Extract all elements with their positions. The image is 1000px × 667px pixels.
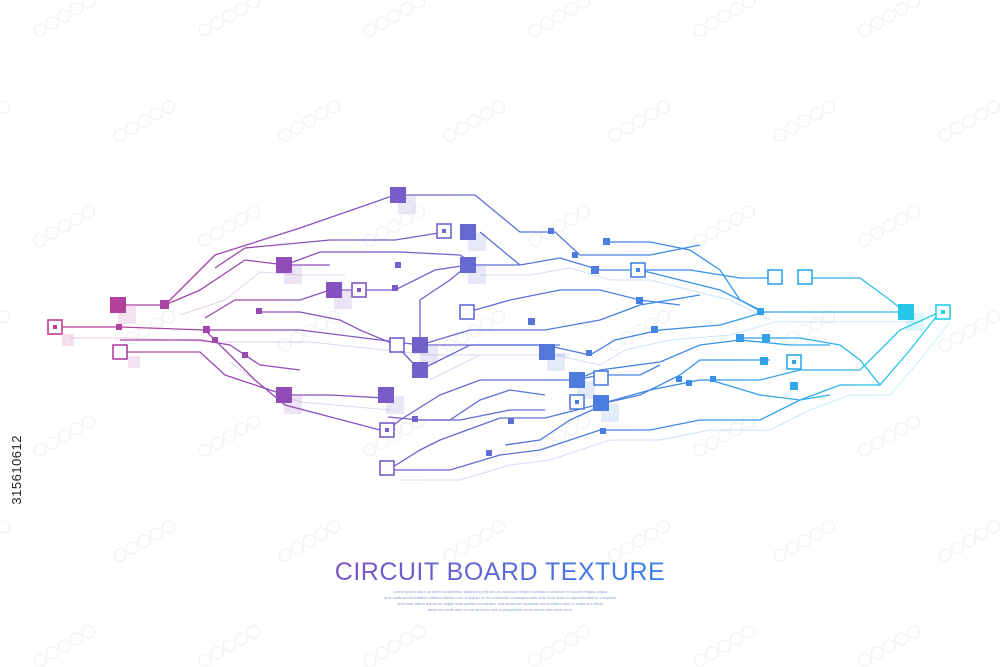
body-text-line-4: deserunt mollit anim id est laborum sed … (427, 607, 573, 612)
circuit-traces (55, 194, 941, 471)
body-text-line-1: Lorem ipsum dolor sit amet consectetur a… (392, 589, 608, 594)
pad-shadows (62, 196, 924, 422)
image-id: 315610612 (9, 435, 24, 505)
circuit-pads (110, 187, 914, 456)
body-text-line-3: velit esse cillum dolore eu fugiat nulla… (396, 601, 604, 606)
hollow-pad-cores (53, 229, 945, 432)
page-title: CIRCUIT BOARD TEXTURE (0, 558, 1000, 587)
body-text-line-2: quis nostrud exercitation ullamco labori… (384, 595, 616, 600)
hollow-pads (47, 223, 951, 476)
faint-traces (70, 267, 951, 481)
